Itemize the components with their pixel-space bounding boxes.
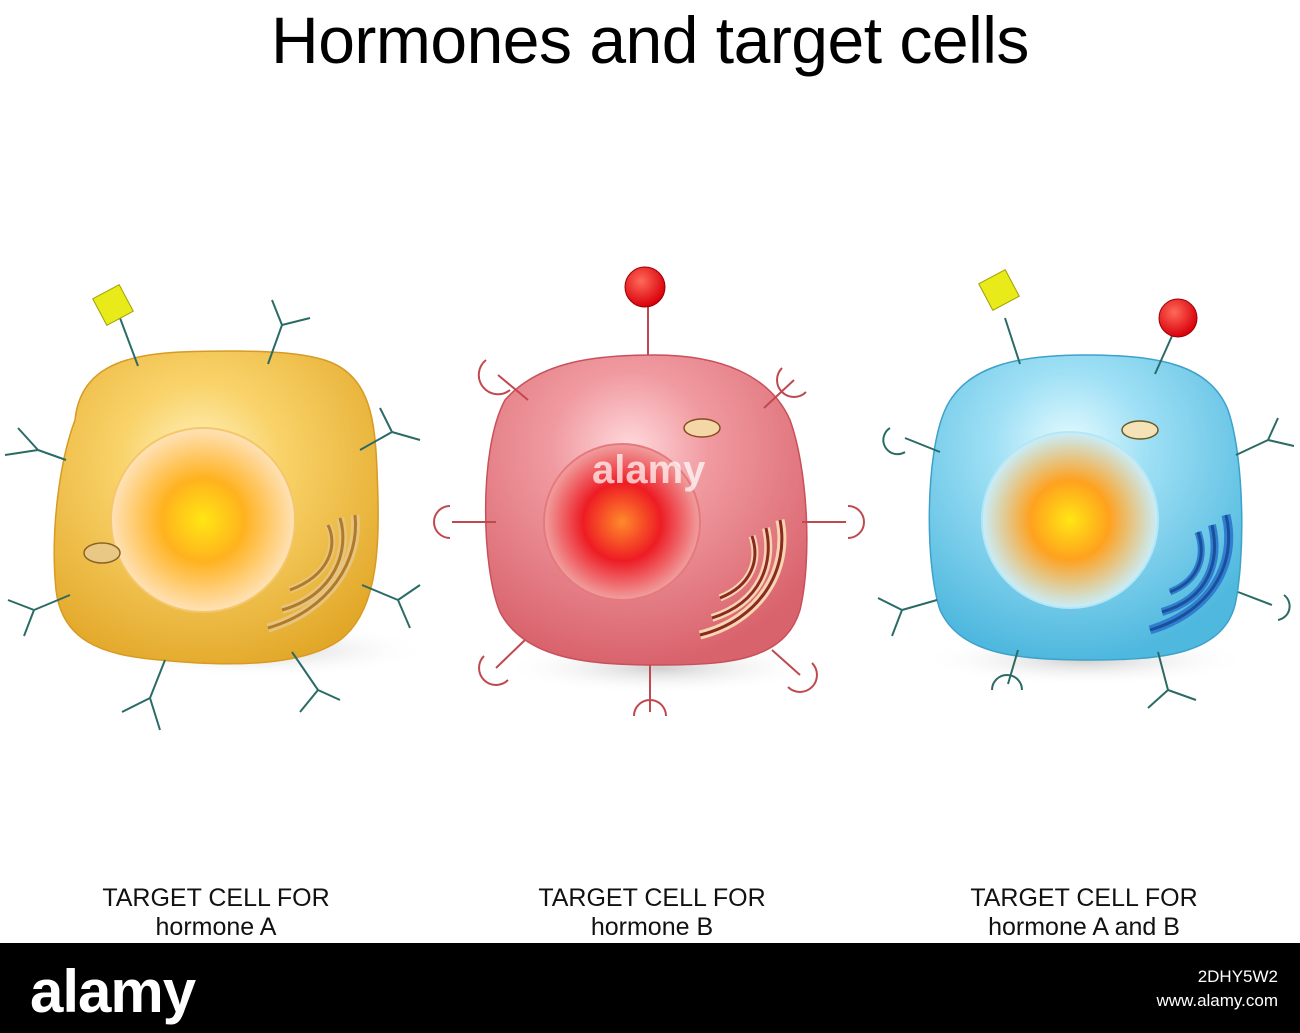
caption-line1: TARGET CELL FOR (538, 884, 766, 912)
nucleus (543, 443, 701, 601)
mitochondrion (1121, 420, 1159, 440)
y-receptor-icon (361, 584, 421, 629)
caption-line1: TARGET CELL FOR (102, 884, 330, 912)
y-receptor-icon (1235, 417, 1295, 456)
caption-line2: hormone A and B (988, 913, 1180, 941)
red-circle-icon (624, 266, 666, 308)
cup-receptor-icon (802, 505, 865, 539)
receptors-cup (433, 359, 865, 717)
receptors-cup (882, 427, 1291, 691)
receptor-stalk (1154, 335, 1173, 375)
receptors-y (4, 299, 421, 731)
yellow-square-icon (92, 284, 134, 326)
receptors-y (877, 417, 1295, 709)
cup-receptor-icon (991, 649, 1023, 691)
caption-hormone-b: TARGET CELL FOR hormone B (472, 884, 832, 942)
image-id: 2DHY5W2 (1197, 967, 1278, 986)
y-receptor-icon (267, 299, 311, 365)
golgi (698, 519, 787, 640)
red-circle-icon (1158, 298, 1198, 338)
caption-hormone-a: TARGET CELL FOR hormone A (36, 884, 396, 942)
y-receptor-icon (359, 407, 421, 451)
y-receptor-icon (291, 651, 341, 713)
caption-hormone-a-and-b: TARGET CELL FOR hormone A and B (904, 884, 1264, 942)
page-title: Hormones and target cells (271, 3, 1029, 77)
y-receptor-icon (1147, 651, 1197, 709)
mitochondrion (83, 542, 121, 564)
y-receptor-icon (4, 427, 67, 461)
footer-logo: alamy (30, 958, 196, 1025)
site-url: www.alamy.com (1156, 991, 1278, 1010)
y-receptor-icon (121, 659, 166, 731)
caption-line2: hormone A (155, 913, 277, 941)
golgi (266, 514, 361, 633)
cell-hormone-a (4, 284, 430, 731)
yellow-square-icon (978, 269, 1020, 311)
caption-line1: TARGET CELL FOR (970, 884, 1198, 912)
cup-receptor-icon (1237, 591, 1291, 621)
cell-hormone-b (433, 266, 865, 717)
receptor-stalk (1004, 317, 1021, 365)
mitochondrion (683, 418, 721, 438)
nucleus (981, 431, 1159, 609)
cup-receptor-icon (882, 427, 941, 456)
watermark: alamy (592, 448, 706, 492)
cup-receptor-icon (477, 359, 529, 401)
cell-hormone-a-and-b (877, 269, 1295, 709)
y-receptor-icon (7, 594, 71, 637)
cup-receptor-icon (633, 665, 667, 717)
golgi (1148, 513, 1234, 635)
cup-receptor-icon (433, 505, 496, 539)
nucleus (110, 427, 296, 613)
cup-receptor-icon (763, 367, 807, 409)
footer-bar: alamy 2DHY5W2 www.alamy.com (0, 943, 1300, 1033)
y-receptor-icon (877, 597, 938, 637)
footer-meta: 2DHY5W2 www.alamy.com (1156, 965, 1278, 1013)
cup-receptor-icon (771, 649, 818, 693)
cup-receptor-icon (478, 639, 526, 686)
caption-line2: hormone B (590, 913, 714, 941)
receptor-stalk (119, 317, 139, 367)
